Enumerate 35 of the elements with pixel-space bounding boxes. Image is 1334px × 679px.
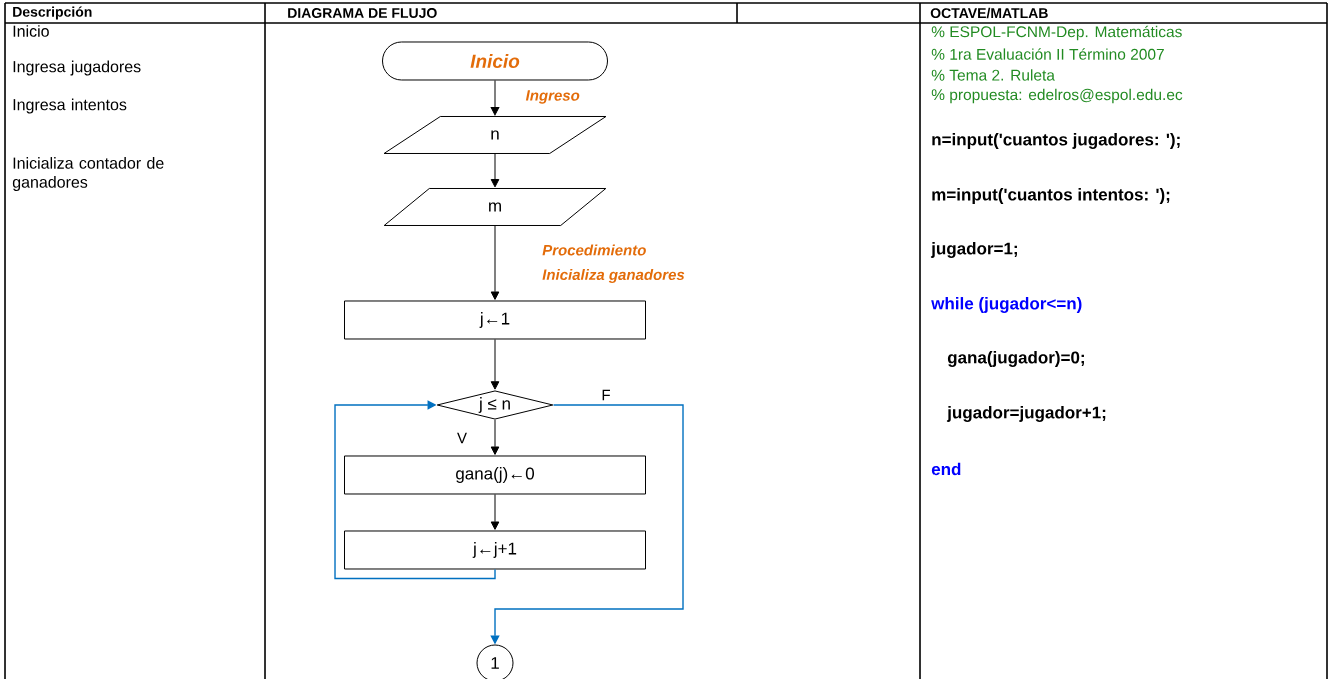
code-line: while (jugador<=n)	[931, 297, 1082, 313]
code-line: m=input('cuantos intentos: ');	[932, 188, 1170, 204]
arrow	[334, 400, 496, 580]
process-box: gana(j)←0	[344, 455, 646, 495]
section-annotation: Procedimiento	[542, 244, 646, 256]
code-line: jugador=jugador+1;	[946, 406, 1106, 422]
code-comment: % Tema 2. Ruleta	[931, 69, 1055, 81]
description-text: Ingresa intentos	[13, 98, 127, 114]
code-line: n=input('cuantos jugadores: ');	[932, 133, 1180, 149]
arrow	[490, 225, 500, 300]
process-box: j←1	[344, 300, 646, 340]
description-text: Inicializa contador de ganadores	[12, 157, 164, 191]
edge-label: V	[456, 431, 468, 445]
description-text: Ingresa jugadores	[13, 60, 141, 76]
arrow	[490, 80, 500, 116]
code-line: gana(jugador)=0;	[947, 351, 1084, 367]
column-header: DIAGRAMA DE FLUJO	[288, 8, 437, 18]
section-annotation: Ingreso	[525, 90, 580, 104]
input-parallelogram: m	[383, 188, 607, 226]
edge-label: F	[600, 388, 612, 402]
code-line: end	[931, 462, 961, 476]
description-text: Inicio	[13, 25, 49, 37]
arrow	[490, 153, 500, 188]
column-header: OCTAVE/MATLAB	[930, 7, 1048, 19]
code-comment: % 1ra Evaluación II Término 2007	[931, 48, 1164, 60]
process-box: j←j+1	[344, 530, 646, 570]
code-comment: % propuesta: edelros@espol.edu.ec	[931, 88, 1183, 104]
section-annotation: Inicializa ganadores	[542, 269, 685, 283]
arrow	[490, 419, 500, 455]
arrow	[490, 339, 500, 390]
code-line: jugador=1;	[930, 242, 1017, 258]
column-header: Descripción	[13, 6, 92, 20]
arrow	[490, 494, 500, 530]
input-parallelogram: n	[383, 116, 607, 154]
code-comment: % ESPOL-FCNM-Dep. Matemáticas	[931, 25, 1182, 41]
